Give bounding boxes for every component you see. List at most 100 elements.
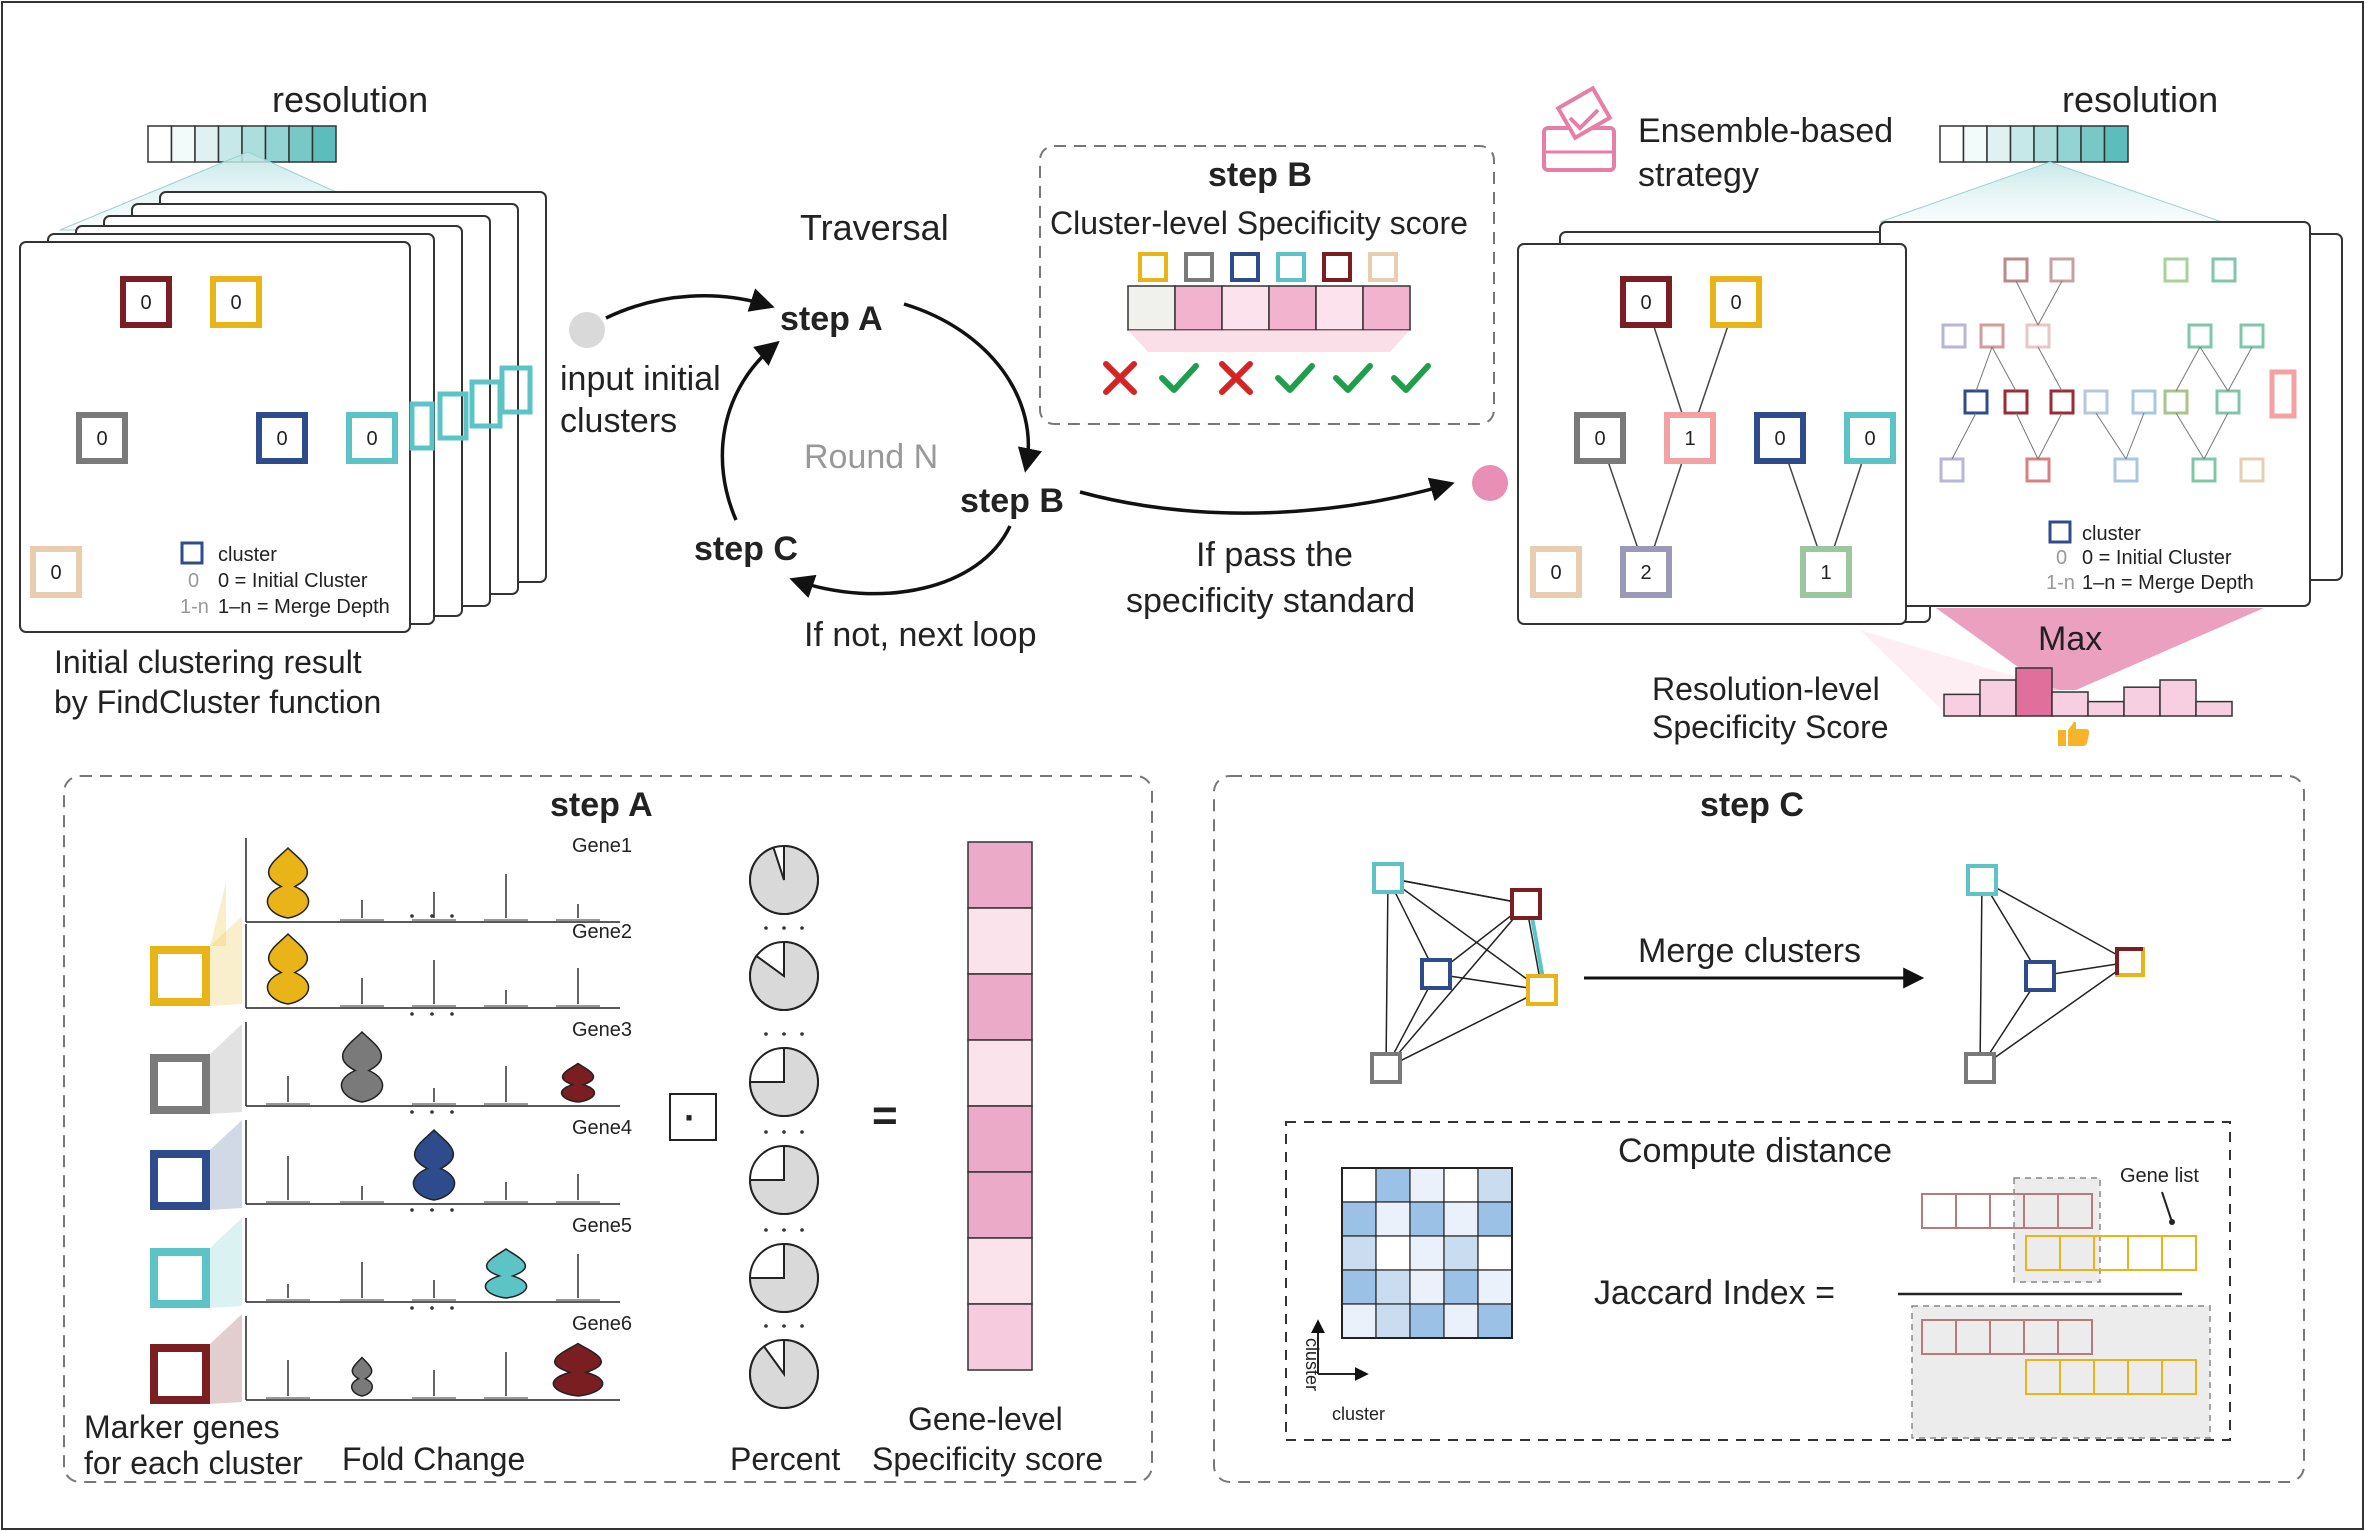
legend-right-cluster: cluster (2082, 523, 2141, 545)
cluster-score-cell (1268, 285, 1317, 331)
ellipsis-dot (800, 1032, 804, 1036)
percent-pie-slice (748, 1144, 819, 1215)
marker-cluster-box (150, 946, 210, 1006)
heatmap-cell (1341, 1235, 1377, 1271)
back-tree-node (2191, 457, 2217, 483)
heatmap-cell (1341, 1269, 1377, 1305)
gene-score-label-2: Specificity score (872, 1441, 1103, 1477)
back-tree-edge (2203, 412, 2229, 460)
violin-shape (266, 846, 310, 919)
percent-label: Percent (730, 1441, 840, 1477)
resolution-score-label-2: Specificity Score (1652, 709, 1889, 745)
resolution-score-bar (2159, 679, 2197, 717)
ellipsis-dot (410, 1110, 414, 1114)
marker-glow (210, 1314, 242, 1404)
back-tree-node (2215, 389, 2241, 415)
graph-edge (1387, 877, 1527, 905)
cluster-color-square (1322, 252, 1352, 282)
cluster-score-cell (1315, 285, 1364, 331)
legend-zero-text: 0 = Initial Cluster (218, 570, 368, 592)
node-merged-yellow (2115, 947, 2145, 977)
step-c-title: step C (1700, 786, 1804, 824)
gene-cell-yellow (2127, 1235, 2163, 1271)
node-yellow-box (1526, 974, 1558, 1006)
cluster-blue-label: 0 (276, 428, 287, 450)
resolution-bar-left (147, 125, 337, 163)
legend-right-depth-symbol: 1-n (2046, 572, 2075, 594)
input-label-2: clusters (560, 402, 677, 440)
cluster-gray-box (76, 412, 128, 464)
legend-right-zero-symbol: 0 (2056, 547, 2067, 569)
ellipsis-dot (764, 1032, 768, 1036)
dot-symbol: · (684, 1097, 696, 1138)
graph-edge (1981, 879, 2131, 963)
cluster-teal-label: 0 (366, 428, 377, 450)
cross-icon (1103, 361, 1137, 395)
heatmap-cell (1477, 1235, 1513, 1271)
arrow-a-to-b (903, 302, 1042, 473)
pass-dot (1472, 465, 1508, 501)
ellipsis-dot (410, 1208, 414, 1212)
heatmap-y-label: cluster (1302, 1338, 1322, 1391)
cluster-score-cell (1362, 285, 1411, 331)
percent-pie-slice (748, 1046, 819, 1117)
heatmap-cell (1477, 1269, 1513, 1305)
marker-cluster-box (150, 1248, 210, 1308)
tree-node-box (1754, 412, 1806, 464)
graph-edge (1385, 989, 1543, 1069)
ellipsis-dot (800, 1324, 804, 1328)
heatmap-cell (1409, 1303, 1445, 1339)
back-tree-node (2025, 323, 2051, 349)
ellipsis-dot (430, 1110, 434, 1114)
back-tree-edge (2095, 412, 2127, 460)
gene-cell-red (2057, 1319, 2093, 1355)
marker-glow (210, 1120, 242, 1210)
violin-shape (266, 932, 310, 1005)
heatmap-cell (1477, 1167, 1513, 1203)
check-icon (1333, 363, 1373, 393)
resolution-score-bar (1943, 693, 1981, 717)
gene-label: Gene1 (572, 835, 632, 857)
cluster-color-square (1276, 252, 1306, 282)
graph-after (1964, 864, 2145, 1084)
cluster-color-square (1184, 252, 1214, 282)
step-b-colors (1138, 252, 1398, 282)
percent-pie-slice (749, 940, 819, 1011)
cluster-yellow-label: 0 (230, 292, 241, 314)
node-teal-box (1372, 862, 1404, 894)
tree-node-label: 0 (1730, 292, 1741, 314)
input-label-1: input initial (560, 360, 721, 398)
if-not-label: If not, next loop (804, 616, 1037, 654)
legend-right-zero: 0 = Initial Cluster (2082, 547, 2232, 569)
graph-edge (1385, 903, 1527, 1069)
cross-icon (1219, 361, 1253, 395)
gene-score-cell (967, 1171, 1033, 1239)
back-tree-node (2187, 323, 2213, 349)
back-tree-edge (2015, 280, 2039, 326)
ellipsis-dot (782, 1032, 786, 1036)
node-blue-box (2024, 960, 2056, 992)
heatmap-cell (1409, 1167, 1445, 1203)
cluster-score-cell (1174, 285, 1223, 331)
back-tree-edge (2125, 412, 2145, 460)
graph-edge (1435, 973, 1543, 991)
graph-edge (1979, 879, 1983, 1069)
resolution-fan-right (1879, 161, 2223, 223)
resolution-cell (1986, 125, 2012, 163)
node-gray-box (1964, 1052, 1996, 1084)
node-blue-box (1420, 958, 1452, 990)
marker-boxes (150, 882, 242, 1404)
resolution-score-bar (1979, 679, 2017, 717)
heatmap-cell (1409, 1269, 1445, 1305)
resolution-cell (147, 125, 173, 163)
violin-shape (560, 1062, 596, 1103)
cluster-teal-box (346, 412, 398, 464)
ellipsis-dot (410, 1306, 414, 1310)
input-arrow (605, 288, 775, 320)
ensemble-label-2: strategy (1638, 156, 1759, 194)
violin-shape (484, 1248, 528, 1299)
resolution-cell (311, 125, 337, 163)
graph-edge (1385, 877, 1389, 1069)
